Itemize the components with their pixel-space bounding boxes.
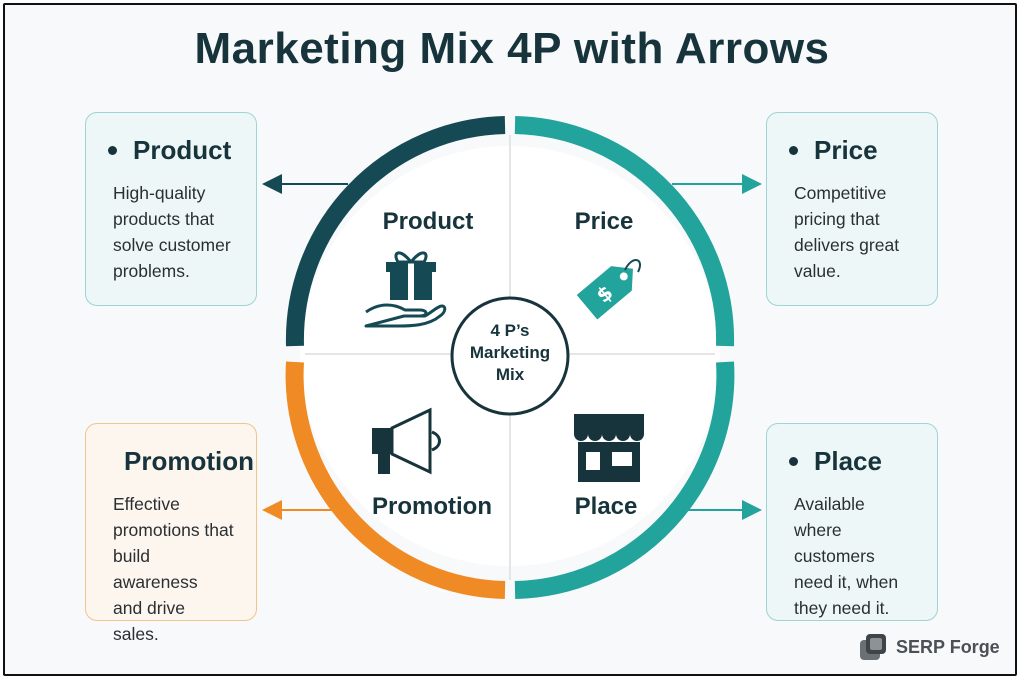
card-promotion-title: Promotion — [124, 446, 254, 476]
storefront-icon — [574, 414, 644, 482]
quadrant-label-product: Product — [382, 208, 474, 235]
card-place-heading: Place — [789, 446, 915, 477]
bullet-icon — [108, 146, 117, 155]
card-place-body: Available where customers need it, when … — [794, 494, 899, 618]
card-product-body: High-quality products that solve custome… — [113, 183, 231, 281]
ring-arc-price — [514, 116, 735, 347]
quadrant-label-price: Price — [574, 208, 634, 235]
center-label-line2: Marketing — [469, 343, 551, 362]
card-place: Place Available where customers need it,… — [766, 423, 938, 621]
quadrant-label-promotion: Promotion — [372, 493, 492, 520]
gift-in-hand-icon — [364, 251, 447, 328]
card-product-heading: Product — [108, 135, 234, 166]
center-circle — [450, 296, 570, 416]
brand-logo: SERP Forge — [858, 632, 1000, 662]
card-place-title: Place — [814, 446, 882, 476]
price-tag-icon: $ — [576, 266, 633, 320]
card-product-title: Product — [133, 135, 232, 165]
card-price-heading: Price — [789, 135, 915, 166]
bullet-icon — [789, 146, 798, 155]
card-promotion: Promotion Effective promotions that buil… — [85, 423, 257, 644]
brand-name: SERP Forge — [896, 636, 1000, 657]
center-label-line1: 4 P’s — [490, 321, 530, 340]
card-promotion-body: Effective promotions that build awarenes… — [113, 494, 234, 644]
price-tag-string-icon — [624, 259, 641, 273]
card-promotion-heading: Promotion — [108, 446, 254, 477]
serp-forge-logo-icon — [860, 634, 886, 660]
bullet-icon — [789, 457, 798, 466]
center-label-line3: Mix — [495, 365, 525, 384]
ring-arc-place — [514, 361, 735, 599]
ring-arc-promotion — [285, 361, 506, 599]
card-price: Price Competitive pricing that delivers … — [766, 112, 938, 306]
center-label: 4 P’s Marketing Mix — [455, 320, 565, 386]
card-product: Product High-quality products that solve… — [85, 112, 257, 306]
card-price-body: Competitive pricing that delivers great … — [794, 183, 900, 281]
megaphone-icon — [372, 407, 441, 475]
ring-arc-product — [285, 116, 506, 347]
quadrant-label-place: Place — [574, 493, 638, 520]
page-title: Marketing Mix 4P with Arrows — [194, 24, 830, 73]
card-price-title: Price — [814, 135, 878, 165]
